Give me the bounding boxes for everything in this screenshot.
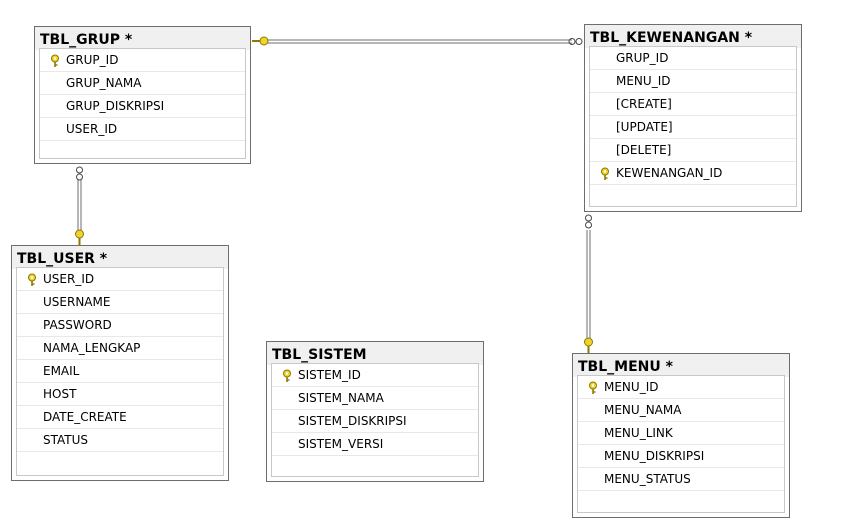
column-list: USER_ID USERNAME PASSWORD NAMA_LENGKAP EMAIL… — [16, 267, 224, 476]
column-name: MENU_NAMA — [604, 403, 682, 417]
column-name: MENU_STATUS — [604, 472, 691, 486]
column-row[interactable]: MENU_NAMA — [578, 399, 784, 422]
column-name: GRUP_ID — [66, 53, 119, 67]
column-name: [DELETE] — [616, 143, 672, 157]
column-row[interactable]: GRUP_ID — [590, 47, 796, 70]
key-icon — [48, 53, 62, 67]
table-tbl-user[interactable]: TBL_USER * USER_ID USERNAME PASSWORD NAMA_L… — [11, 245, 229, 481]
relation-grup-kewenangan[interactable] — [252, 36, 583, 46]
infinity-icon — [76, 166, 83, 181]
column-row[interactable]: MENU_ID — [590, 70, 796, 93]
column-list: GRUP_ID MENU_ID [CREATE] [UPDATE] [DELETE] KE… — [589, 46, 797, 207]
table-title: TBL_GRUP * — [35, 27, 250, 50]
column-name: MENU_ID — [616, 74, 671, 88]
table-tbl-grup[interactable]: TBL_GRUP * GRUP_ID GRUP_NAMA GRUP_DISKRIPS… — [34, 26, 251, 164]
relation-user-grup[interactable] — [75, 166, 84, 245]
column-row[interactable]: MENU_STATUS — [578, 468, 784, 491]
column-list: MENU_ID MENU_NAMA MENU_LINK MENU_DISKRIPSI M… — [577, 375, 785, 513]
column-name: [UPDATE] — [616, 120, 673, 134]
column-name: MENU_DISKRIPSI — [604, 449, 705, 463]
column-name: HOST — [43, 387, 77, 401]
column-name: NAMA_LENGKAP — [43, 341, 141, 355]
key-icon — [598, 166, 612, 180]
column-row[interactable]: PASSWORD — [17, 314, 223, 337]
column-name: USER_ID — [66, 122, 118, 136]
key-icon — [586, 380, 600, 394]
column-row[interactable]: STATUS — [17, 429, 223, 452]
column-row[interactable]: USER_ID — [17, 268, 223, 291]
column-name: MENU_LINK — [604, 426, 673, 440]
column-row[interactable]: [CREATE] — [590, 93, 796, 116]
column-row[interactable]: DATE_CREATE — [17, 406, 223, 429]
column-name: MENU_ID — [604, 380, 659, 394]
column-row[interactable]: SISTEM_VERSI — [272, 433, 478, 456]
column-row[interactable]: GRUP_ID — [40, 49, 245, 72]
infinity-icon — [585, 214, 592, 229]
column-row[interactable]: KEWENANGAN_ID — [590, 162, 796, 185]
infinity-icon — [568, 38, 583, 45]
column-row[interactable]: [DELETE] — [590, 139, 796, 162]
table-title: TBL_USER * — [12, 246, 228, 269]
relation-menu-kewenangan[interactable] — [584, 214, 593, 353]
table-tbl-kewenangan[interactable]: TBL_KEWENANGAN * GRUP_ID MENU_ID [CREATE] [… — [584, 24, 802, 212]
column-name: USER_ID — [43, 272, 95, 286]
column-name: KEWENANGAN_ID — [616, 166, 723, 180]
column-row[interactable]: USER_ID — [40, 118, 245, 141]
column-name: [CREATE] — [616, 97, 672, 111]
key-icon — [25, 272, 39, 286]
key-icon — [252, 36, 269, 46]
column-name: SISTEM_ID — [298, 368, 361, 382]
table-title: TBL_SISTEM — [267, 342, 483, 365]
column-list: SISTEM_ID SISTEM_NAMA SISTEM_DISKRIPSI SIST… — [271, 363, 479, 477]
column-list: GRUP_ID GRUP_NAMA GRUP_DISKRIPSI USER_ID — [39, 48, 246, 159]
column-name: EMAIL — [43, 364, 80, 378]
column-row[interactable]: SISTEM_ID — [272, 364, 478, 387]
column-row[interactable]: SISTEM_DISKRIPSI — [272, 410, 478, 433]
column-name: SISTEM_VERSI — [298, 437, 384, 451]
key-icon — [584, 337, 593, 353]
column-name: DATE_CREATE — [43, 410, 127, 424]
column-name: USERNAME — [43, 295, 111, 309]
column-name: STATUS — [43, 433, 89, 447]
column-row[interactable]: MENU_DISKRIPSI — [578, 445, 784, 468]
column-name: SISTEM_NAMA — [298, 391, 384, 405]
table-title: TBL_MENU * — [573, 354, 789, 377]
column-row[interactable]: GRUP_DISKRIPSI — [40, 95, 245, 118]
column-row[interactable]: EMAIL — [17, 360, 223, 383]
table-title: TBL_KEWENANGAN * — [585, 25, 801, 48]
column-name: GRUP_DISKRIPSI — [66, 99, 165, 113]
table-tbl-sistem[interactable]: TBL_SISTEM SISTEM_ID SISTEM_NAMA SISTEM_DI… — [266, 341, 484, 482]
column-row[interactable]: MENU_LINK — [578, 422, 784, 445]
column-row[interactable]: HOST — [17, 383, 223, 406]
column-row[interactable]: USERNAME — [17, 291, 223, 314]
column-row[interactable]: MENU_ID — [578, 376, 784, 399]
column-name: SISTEM_DISKRIPSI — [298, 414, 407, 428]
key-icon — [280, 368, 294, 382]
column-name: PASSWORD — [43, 318, 112, 332]
column-row[interactable]: SISTEM_NAMA — [272, 387, 478, 410]
key-icon — [75, 229, 84, 245]
column-name: GRUP_ID — [616, 51, 669, 65]
column-name: GRUP_NAMA — [66, 76, 142, 90]
column-row[interactable]: NAMA_LENGKAP — [17, 337, 223, 360]
column-row[interactable]: GRUP_NAMA — [40, 72, 245, 95]
column-row[interactable]: [UPDATE] — [590, 116, 796, 139]
